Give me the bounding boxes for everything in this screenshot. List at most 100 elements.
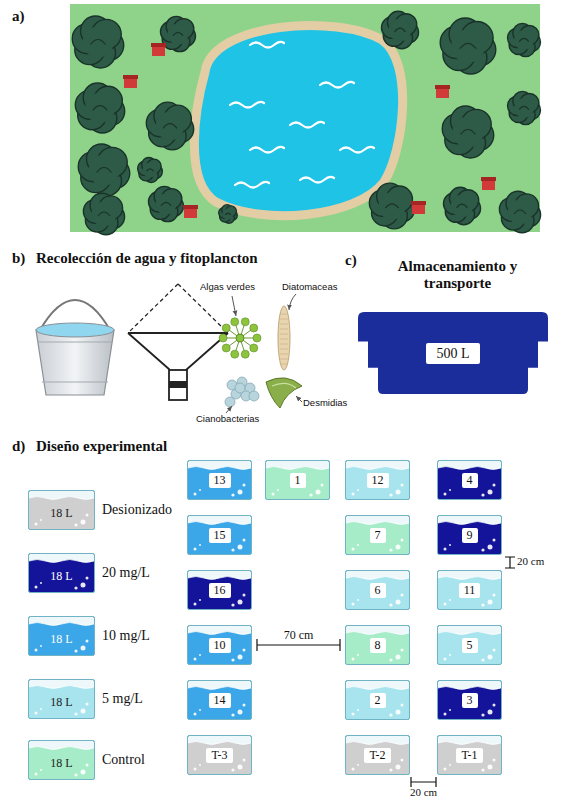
water-surface	[438, 742, 501, 745]
bubble	[488, 545, 493, 550]
water-surface	[29, 623, 94, 626]
algae-cell	[241, 350, 249, 358]
bubble	[238, 765, 243, 770]
bubble	[40, 769, 42, 771]
tree-detail	[173, 32, 183, 35]
bucket-water	[36, 323, 114, 337]
tank-glass	[29, 554, 95, 593]
volume-label: 500 L	[426, 343, 479, 364]
tree-detail	[97, 168, 112, 173]
bubble	[401, 649, 404, 652]
tank-water	[188, 632, 251, 665]
tank-outline	[29, 680, 95, 719]
tree-crown	[167, 23, 188, 44]
tank-outline	[188, 571, 252, 610]
bubble	[81, 646, 86, 651]
house	[151, 43, 166, 56]
bubble	[74, 586, 77, 589]
wave	[250, 42, 284, 48]
volume-label: 18 L	[50, 757, 72, 771]
tank-water	[188, 467, 251, 500]
tank-water	[29, 560, 94, 593]
tank-water	[346, 687, 409, 720]
algae-cell	[231, 318, 239, 326]
bubble	[243, 594, 246, 597]
bubble	[243, 649, 246, 652]
tree-detail	[225, 213, 230, 215]
water-surface	[188, 632, 251, 635]
algae-cell	[222, 344, 230, 352]
tree-crown	[222, 208, 233, 219]
bubble	[35, 773, 38, 776]
tank-number: 8	[370, 638, 386, 653]
bubble	[231, 548, 234, 551]
bubble	[481, 713, 484, 716]
tree-detail	[461, 130, 476, 135]
leader-arrow	[232, 296, 236, 316]
tank-glass	[438, 571, 502, 610]
aquarium-tank: 12	[345, 460, 410, 500]
house	[123, 75, 138, 88]
bubble	[488, 655, 493, 660]
map-illustration	[70, 4, 541, 235]
tank-number: 7	[370, 528, 386, 543]
bubble	[389, 713, 392, 716]
bubble	[86, 514, 89, 517]
bubble	[238, 655, 243, 660]
legend-label: 20 mg/L	[102, 565, 150, 581]
tree-detail	[146, 169, 153, 171]
grass-ground	[70, 4, 540, 232]
tank-water	[29, 623, 94, 656]
bubble	[449, 599, 451, 601]
water-surface	[438, 632, 501, 635]
house-roof	[183, 205, 198, 209]
bubble	[40, 708, 42, 710]
water-surface	[346, 632, 409, 635]
aquarium-tank: T-3	[187, 735, 252, 775]
aquarium-tank: 4	[437, 460, 502, 500]
aquarium-tank: 15	[187, 515, 252, 555]
tree-crown	[451, 195, 473, 217]
aquarium-tank: 9	[437, 515, 502, 555]
tree-crown	[451, 29, 484, 62]
diatom-stria	[280, 344, 288, 345]
tank-glass	[438, 516, 502, 555]
tree	[508, 23, 541, 56]
bubble	[357, 709, 359, 711]
bubble	[231, 768, 234, 771]
tank-outline	[346, 681, 410, 720]
water-surface	[346, 522, 409, 525]
tank-glass	[188, 516, 252, 555]
water-surface	[438, 577, 501, 580]
bubble	[444, 603, 447, 606]
tank-water	[438, 522, 501, 555]
tank-water	[29, 497, 94, 530]
diatom-stria	[280, 329, 288, 330]
bubble	[238, 600, 243, 605]
tree-detail	[385, 204, 398, 208]
panel-heading: Recolección de agua y fitoplancton	[36, 250, 258, 267]
bubble	[199, 599, 201, 601]
water-surface	[29, 686, 94, 689]
cyanobacteria	[225, 377, 259, 407]
algae-cell	[253, 334, 261, 342]
bubble	[444, 548, 447, 551]
house	[481, 177, 496, 190]
house-wall	[436, 88, 449, 98]
plankton-net	[128, 333, 228, 370]
tank-outline	[29, 617, 95, 656]
bubble	[396, 765, 401, 770]
algae-cell	[219, 334, 227, 342]
legend-label: 5 mg/L	[102, 691, 143, 707]
bubble	[396, 545, 401, 550]
tank-number: 1	[290, 473, 306, 488]
panel-heading: d)	[12, 438, 25, 455]
water-surface	[346, 577, 409, 580]
tree-detail	[91, 40, 106, 45]
aquarium-tank: 16	[187, 570, 252, 610]
tank-glass	[29, 680, 95, 719]
bubble	[194, 493, 197, 496]
tree-crown	[508, 200, 533, 225]
tree	[508, 91, 541, 124]
bubble	[231, 713, 234, 716]
